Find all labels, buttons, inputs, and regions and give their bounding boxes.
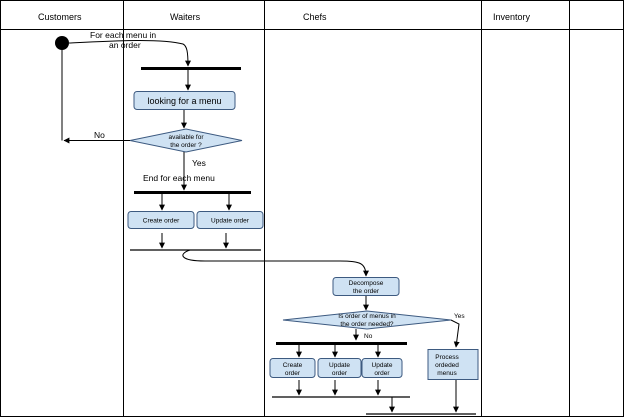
lane-header-waiters: Waiters: [170, 12, 201, 22]
start-flow-line: [68, 39, 191, 67]
chef-update-order-1-line1: Update: [329, 362, 350, 369]
end-for-each-label: End for each menu: [143, 173, 215, 183]
order-needed-label-line1: Is order of menus in: [338, 313, 396, 320]
lane-header-chefs: Chefs: [303, 12, 327, 22]
fork-bar-3: [276, 342, 407, 345]
decompose-box: [332, 277, 400, 296]
decompose-label-line2: the order: [353, 288, 380, 295]
lane-header-inventory: Inventory: [493, 12, 531, 22]
chef-update-order-box-2: [361, 358, 403, 378]
process-label-line2: ordeded: [435, 362, 459, 369]
order-needed-label-line2: the order needed?: [340, 321, 394, 328]
available-label-line1: available for: [168, 134, 204, 141]
update-order-box: [196, 211, 264, 229]
fork-bar-2: [134, 191, 251, 194]
yes-label-2: Yes: [454, 313, 465, 320]
chef-create-order-box: [269, 358, 316, 378]
process-menus-box: [427, 349, 479, 380]
no-label: No: [94, 130, 105, 140]
lane-header-customers: Customers: [38, 12, 82, 22]
no-label-2: No: [364, 333, 373, 340]
update-order-label: Update order: [211, 218, 250, 225]
process-label-line3: menus: [437, 370, 457, 377]
start-node: [55, 36, 69, 50]
decompose-label-line1: Decompose: [349, 280, 384, 287]
available-decision: [129, 128, 243, 153]
yes-branch-line-2: [450, 319, 460, 348]
fork-bar-1: [141, 67, 241, 70]
process-label-line1: Process: [435, 354, 459, 361]
create-order-label: Create order: [143, 218, 180, 225]
chef-update-order-box-1: [317, 358, 362, 378]
chef-create-order-line2: order: [285, 370, 301, 377]
for-each-label-line2: an order: [109, 40, 141, 50]
yes-label: Yes: [192, 158, 206, 168]
flow-to-decompose: [182, 249, 369, 277]
chef-update-order-2-line1: Update: [372, 362, 393, 369]
looking-for-menu-box: [133, 91, 236, 110]
create-order-box: [127, 211, 195, 229]
chef-update-order-1-line2: order: [332, 370, 348, 377]
looking-for-menu-label: looking for a menu: [147, 96, 221, 106]
chef-create-order-line1: Create: [283, 362, 303, 369]
available-label-line2: the order ?: [170, 142, 202, 149]
for-each-label-line1: For each menu in: [90, 30, 156, 40]
chef-update-order-2-line2: order: [374, 370, 390, 377]
